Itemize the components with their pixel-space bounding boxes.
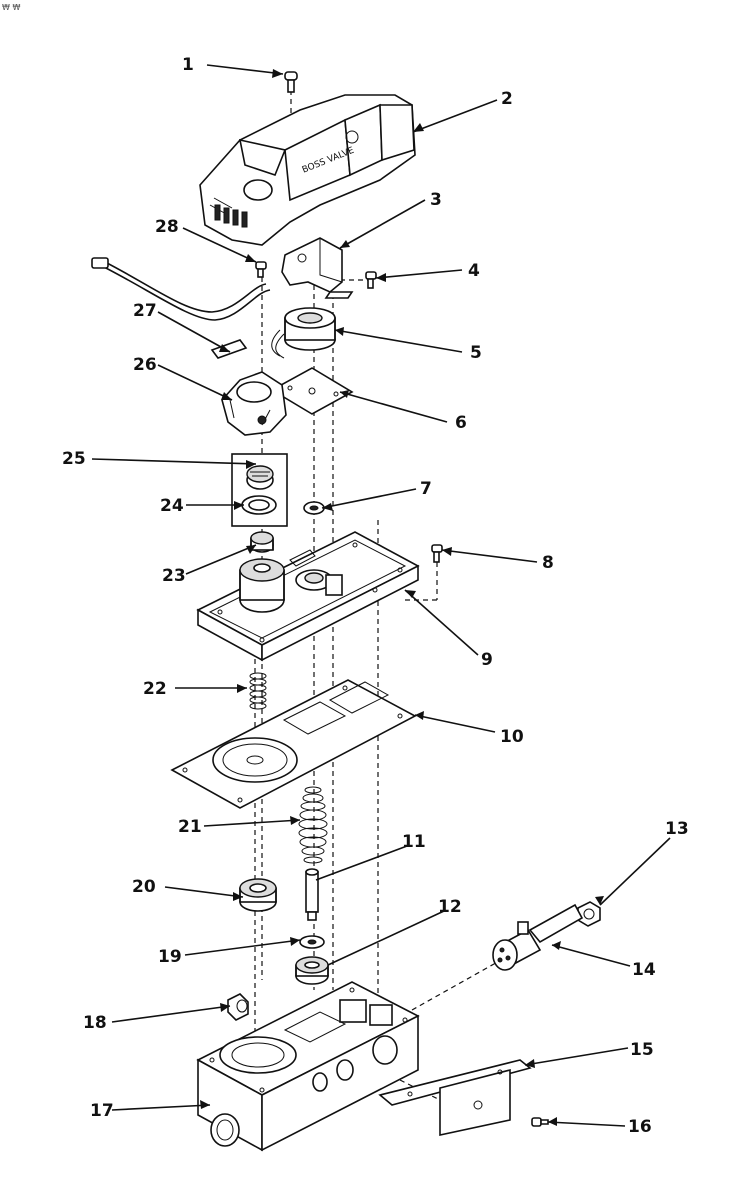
- callout-12: 12: [438, 897, 462, 917]
- callout-23: 23: [162, 566, 186, 586]
- callout-labels: 1 2 3 4 5 6 7 8 9 10 11 12 13 14 15 16 1…: [62, 55, 689, 1137]
- callout-7: 7: [420, 479, 432, 499]
- part-1-screw: [284, 71, 298, 93]
- part-28-screw: [255, 261, 267, 278]
- callout-8: 8: [542, 553, 554, 573]
- part-27-wire-harness: [91, 257, 271, 359]
- part-25-knob: [246, 465, 274, 490]
- callout-24: 24: [160, 496, 184, 516]
- callout-18: 18: [83, 1013, 107, 1033]
- part-4-screw: [365, 271, 377, 289]
- callout-2: 2: [501, 89, 513, 109]
- callout-1: 1: [182, 55, 194, 75]
- leader-lines: [91, 64, 671, 1127]
- callout-22: 22: [143, 679, 167, 699]
- part-16-screw: [531, 1117, 549, 1127]
- part-2-cover: BOSS VALVE: [199, 94, 416, 246]
- callout-19: 19: [158, 947, 182, 967]
- part-21-cone-spring: [298, 786, 328, 864]
- part-22-spring: [249, 672, 267, 710]
- callout-14: 14: [632, 960, 656, 980]
- part-18-plug: [227, 993, 249, 1021]
- callout-28: 28: [155, 217, 179, 237]
- corner-mark: ₩ ₩: [2, 3, 20, 12]
- callout-27: 27: [133, 301, 157, 321]
- part-13-nut: [577, 901, 601, 927]
- part-12-seat: [295, 956, 329, 985]
- callout-20: 20: [132, 877, 156, 897]
- callout-13: 13: [665, 819, 689, 839]
- callout-25: 25: [62, 449, 86, 469]
- callout-6: 6: [455, 413, 467, 433]
- part-17-valve-base: [196, 981, 420, 1152]
- part-23-nut: [250, 531, 274, 553]
- callout-26: 26: [133, 355, 157, 375]
- part-3-bracket: [281, 237, 354, 299]
- leader-arrowheads: [200, 69, 604, 1126]
- callout-9: 9: [481, 650, 493, 670]
- part-26-housing: [221, 371, 287, 436]
- callout-3: 3: [430, 190, 442, 210]
- callout-10: 10: [500, 727, 524, 747]
- part-7-washer: [303, 501, 325, 515]
- part-15-bracket: [378, 1059, 532, 1136]
- callout-17: 17: [90, 1101, 114, 1121]
- callout-16: 16: [628, 1117, 652, 1137]
- callout-4: 4: [468, 261, 480, 281]
- part-19-washer: [299, 935, 325, 949]
- part-5-coil: [271, 307, 336, 359]
- callout-15: 15: [630, 1040, 654, 1060]
- callout-11: 11: [402, 832, 426, 852]
- part-9-valve-top: [196, 531, 420, 662]
- callout-5: 5: [470, 343, 482, 363]
- callout-21: 21: [178, 817, 202, 837]
- part-11-stem: [305, 868, 319, 921]
- part-20-seat: [239, 878, 277, 912]
- part-10-gasket: [170, 679, 417, 809]
- part-14-fitting: [492, 903, 584, 971]
- part-25-group-box: [231, 453, 288, 527]
- part-6-plate: [270, 367, 354, 415]
- part-8-screw: [431, 544, 443, 563]
- part-24-ring: [241, 495, 277, 515]
